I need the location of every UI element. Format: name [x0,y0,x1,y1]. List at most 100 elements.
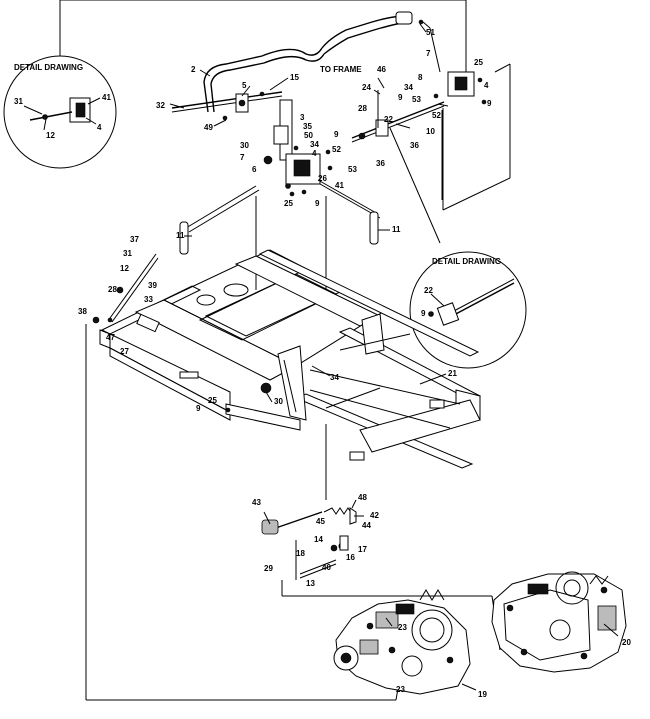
callout-28: 28 [358,104,367,113]
callout-28-b: 28 [108,285,117,294]
callout-14: 14 [314,535,323,544]
callout-38: 38 [78,307,87,316]
control-arm-left [203,47,323,113]
callout-5: 5 [242,81,247,90]
pump-control-block [285,153,321,185]
tank-opening-2 [196,294,216,306]
callout-25-c: 25 [208,396,217,405]
gusset-right [361,313,385,355]
callout-47: 47 [106,333,115,342]
callout-2: 2 [191,65,196,74]
rod-end-left [179,221,189,255]
callout-8: 8 [418,73,423,82]
detail-drawing-right: DETAIL DRAWING 22 9 [409,251,527,369]
callout-30-b: 30 [274,397,283,406]
cross-rod-right [351,101,445,139]
detail-title-left: DETAIL DRAWING [14,63,83,72]
callout-18: 18 [296,549,305,558]
callouts: 51 2 5 15 32 49 3 35 50 30 34 4 7 6 26 5… [78,28,631,699]
callout-26: 26 [318,174,327,183]
bracket-slot [75,102,86,118]
callout-3: 3 [300,113,305,122]
callout-12: 12 [120,264,129,273]
callout-52-a: 52 [332,145,341,154]
callout-45: 45 [316,517,325,526]
detail-circle-left [3,55,117,169]
pin-detail-left [42,114,48,120]
callout-11-b: 11 [392,225,401,234]
callout-37: 37 [130,235,139,244]
transaxle-right [491,571,627,673]
detail-circle-right [409,251,527,369]
callout-50: 50 [304,131,313,140]
callout-9-a: 9 [315,199,320,208]
callout-40: 40 [322,563,331,572]
callout-53-b: 53 [412,95,421,104]
callout-4-b: 4 [484,81,489,90]
callout-41-detail: 41 [102,93,111,102]
detail-title-right: DETAIL DRAWING [432,257,501,266]
callout-51: 51 [426,28,435,37]
callout-17: 17 [358,545,367,554]
rod-detail-right [451,282,515,317]
callout-9-c: 9 [487,99,492,108]
leader-lines [169,23,619,691]
connector-lines [59,0,511,244]
callout-13: 13 [306,579,315,588]
callout-35: 35 [303,122,312,131]
callout-4-detail: 4 [97,123,102,132]
lower-linkage [261,424,501,651]
frame-bolt [260,382,272,394]
callout-49: 49 [204,123,213,132]
callout-53-a: 53 [348,165,357,174]
callout-34-b: 34 [404,83,413,92]
callout-41: 41 [335,181,344,190]
transaxle-left [333,589,471,695]
callout-9-b: 9 [398,93,403,102]
rear-bumper [359,399,481,453]
cooling-fan-right [555,571,589,605]
callout-25-a: 25 [284,199,293,208]
callout-12-detail: 12 [46,131,55,140]
rod-end-right [369,211,379,245]
callout-9-d: 9 [334,130,339,139]
callout-23-a: 23 [398,623,407,632]
brake-rod [109,253,157,319]
callout-48: 48 [358,493,367,502]
callout-34-c: 34 [330,373,339,382]
cooling-fan-left [419,589,445,601]
callout-11-a: 11 [176,231,185,240]
callout-44: 44 [362,521,371,530]
control-rod-lower [269,511,323,531]
callout-9-e: 9 [196,404,201,413]
return-spring [323,507,353,515]
callout-31: 31 [123,249,132,258]
callout-10: 10 [426,127,435,136]
callout-25-b: 25 [474,58,483,67]
gusset-left [277,345,307,421]
callout-36-b: 36 [376,159,385,168]
callout-29: 29 [264,564,273,573]
callout-34-a: 34 [310,140,319,149]
plate-detail-right [436,302,460,326]
callout-32: 32 [156,101,165,110]
callout-23-b: 23 [396,685,405,694]
frame-cross-member [234,255,382,327]
callout-24: 24 [362,83,371,92]
callout-31-detail: 31 [14,97,23,106]
control-arm-right [321,15,407,49]
main-frame [99,249,482,469]
rod-end-fitting [261,519,279,535]
callout-9-detail: 9 [421,309,426,318]
frame-rail-right [258,249,480,357]
callout-6: 6 [252,165,257,174]
callout-30: 30 [240,141,249,150]
callout-4: 4 [312,149,317,158]
detail-drawing-left: DETAIL DRAWING 31 12 41 4 [3,55,117,169]
callout-20: 20 [622,638,631,647]
linkage-rod-left [185,185,257,229]
callout-22-detail: 22 [424,286,433,295]
callout-7-a: 7 [240,153,245,162]
